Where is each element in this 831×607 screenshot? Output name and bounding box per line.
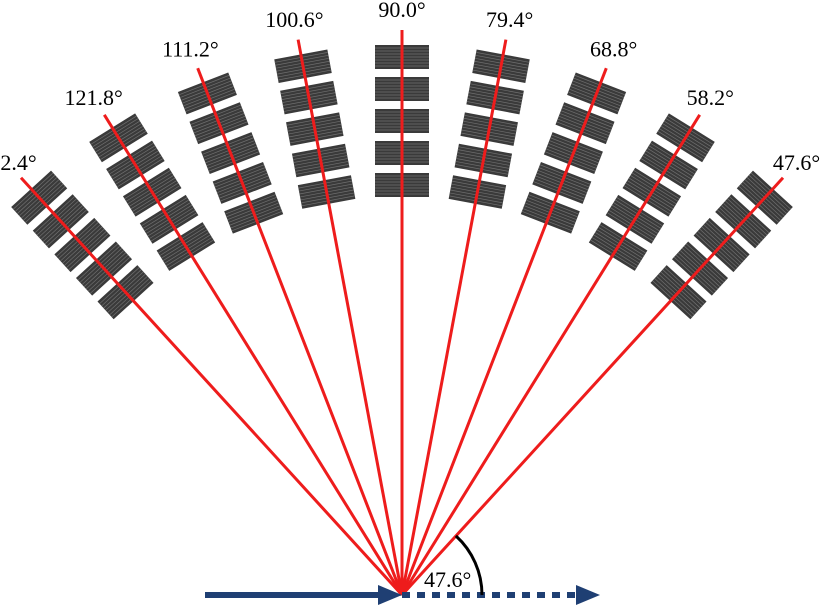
bar-segment — [656, 113, 715, 163]
bar-segment — [11, 170, 68, 225]
bar-segment — [375, 141, 429, 165]
bar-segment — [543, 132, 603, 175]
bar-segment — [375, 77, 429, 101]
bar-segment — [189, 102, 249, 145]
bar-segment — [375, 173, 429, 197]
reference-angle-label: 47.6° — [424, 567, 471, 592]
bar-segment — [448, 175, 507, 209]
bar-segment — [32, 194, 89, 249]
bar-segment — [212, 161, 272, 204]
outgoing-arrow-head — [576, 585, 600, 605]
bar-stack-group — [11, 45, 793, 320]
bar-segment — [622, 167, 682, 217]
bar-segment — [472, 49, 530, 83]
bar-segment — [375, 109, 429, 133]
bar-segment — [532, 161, 592, 204]
angle-label-group: 132.4° 121.8° 111.2° 100.6° 90.0° 79.4° 68.8° 5… — [0, 0, 820, 175]
angle-label: 90.0° — [378, 0, 425, 22]
bar-segment — [460, 112, 518, 146]
bar-segment — [520, 191, 580, 234]
bar-segment — [201, 132, 261, 175]
bar-segment — [736, 170, 793, 225]
bar-segment — [177, 72, 237, 115]
bar-segment — [291, 143, 350, 178]
bar-segment — [89, 113, 148, 163]
bar-segment — [280, 80, 338, 115]
bar-segment — [454, 143, 513, 178]
bar-segment — [139, 194, 199, 244]
bar-segment — [693, 217, 750, 273]
bar-segment — [156, 222, 216, 271]
bar-segment — [650, 265, 707, 320]
angle-label: 100.6° — [265, 7, 323, 32]
bar-segment — [466, 80, 524, 115]
angle-label: 58.2° — [687, 85, 734, 110]
angle-label: 111.2° — [162, 37, 219, 62]
direction-arrows — [205, 585, 600, 605]
bar-segment — [588, 222, 648, 271]
incoming-arrow-head — [378, 585, 402, 605]
bar-segment — [605, 194, 665, 244]
angle-label: 47.6° — [773, 150, 820, 175]
angle-label: 132.4° — [0, 150, 37, 175]
bar-segment — [286, 112, 344, 146]
angle-label: 79.4° — [486, 7, 533, 32]
bar-segment — [75, 241, 133, 296]
bar-segment — [567, 72, 627, 115]
bar-segment — [224, 191, 284, 234]
bar-segment — [715, 194, 772, 249]
bar-segment — [375, 45, 429, 69]
bar-segment — [97, 265, 154, 320]
bar-segment — [555, 102, 615, 145]
bar-segment — [297, 175, 356, 209]
bar-segment — [274, 49, 332, 83]
angle-label: 68.8° — [590, 37, 637, 62]
angle-label: 121.8° — [65, 85, 123, 110]
bar-segment — [54, 217, 111, 273]
bar-segment — [106, 140, 165, 190]
bar-segment — [639, 140, 698, 190]
bar-segment — [671, 241, 729, 296]
bar-segment — [122, 167, 182, 217]
reference-angle-arc — [454, 534, 484, 596]
